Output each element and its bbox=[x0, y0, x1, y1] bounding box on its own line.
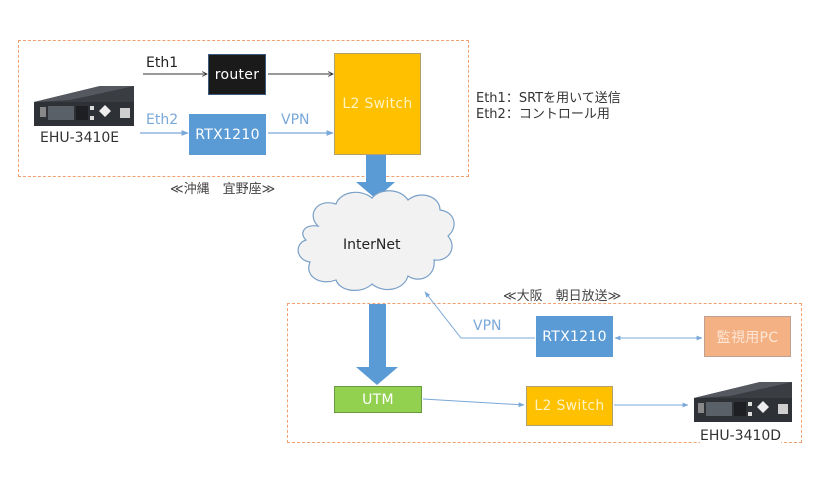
decoder-device-icon bbox=[694, 382, 792, 422]
l2-switch-okinawa-node: L2 Switch bbox=[334, 53, 421, 155]
encoder-device-icon bbox=[34, 86, 134, 126]
router-node: router bbox=[208, 54, 266, 95]
okinawa-zone bbox=[18, 40, 469, 177]
encoder-device-label: EHU-3410E bbox=[40, 130, 120, 146]
vpn-osaka-label: VPN bbox=[473, 318, 502, 334]
legend-eth2: Eth2：コントロール用 bbox=[476, 107, 610, 122]
internet-cloud bbox=[297, 190, 455, 291]
okinawa-zone-caption: ≪沖縄 宜野座≫ bbox=[170, 182, 276, 197]
l2-switch-osaka-node: L2 Switch bbox=[526, 386, 613, 426]
utm-to-l2-line bbox=[422, 398, 525, 408]
decoder-device-label: EHU-3410D bbox=[700, 428, 782, 444]
internet-label: InterNet bbox=[343, 237, 401, 253]
vpn-okinawa-label: VPN bbox=[281, 112, 310, 128]
osaka-zone bbox=[287, 303, 802, 443]
l2-to-internet-arrow bbox=[356, 155, 395, 199]
rtx1210-osaka-node: RTX1210 bbox=[536, 316, 613, 357]
osaka-zone-caption: ≪大阪 朝日放送≫ bbox=[503, 289, 622, 304]
monitor-pc-node: 監視用PC bbox=[704, 316, 791, 357]
eth1-label: Eth1 bbox=[146, 55, 179, 71]
internet-to-utm-arrow bbox=[356, 304, 398, 385]
rtx1210-okinawa-node: RTX1210 bbox=[189, 114, 266, 155]
utm-node: UTM bbox=[334, 386, 422, 413]
eth2-label: Eth2 bbox=[146, 112, 179, 128]
legend-eth1: Eth1：SRTを用いて送信 bbox=[476, 91, 621, 106]
vpn-osaka-line bbox=[424, 291, 535, 339]
